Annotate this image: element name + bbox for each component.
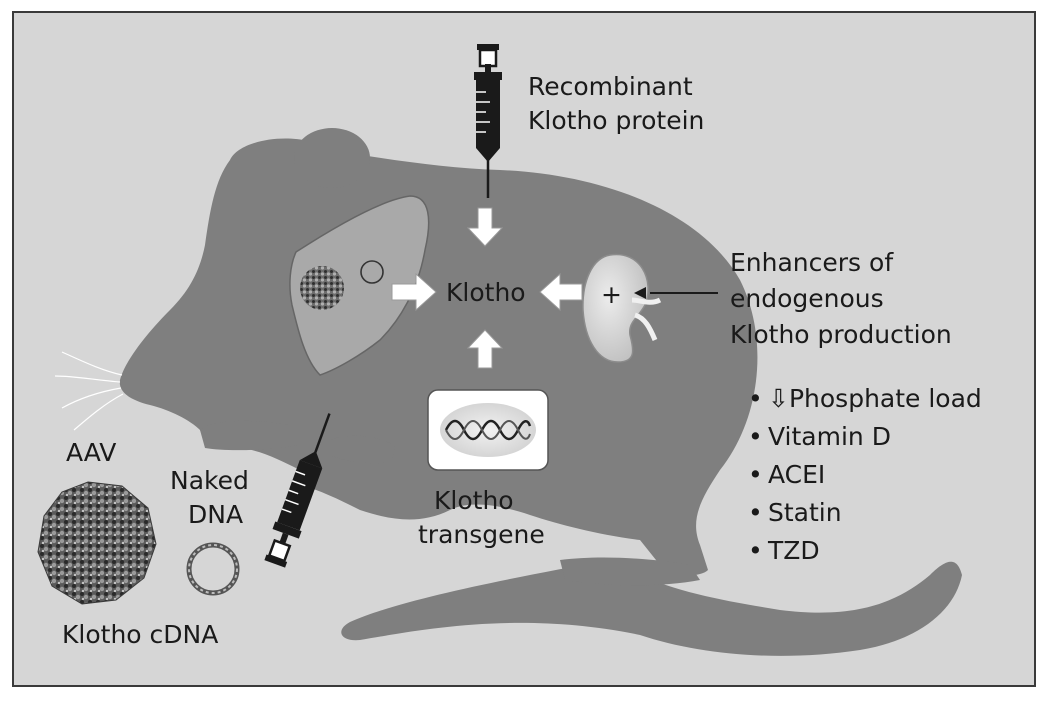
transgene-box xyxy=(427,389,549,471)
down-arrow-icon: ⇩ xyxy=(768,384,789,413)
mouse-body xyxy=(119,138,758,576)
arrow-up-to-klotho xyxy=(466,329,504,369)
liver-cells xyxy=(300,266,344,310)
protein-label-line1: Recombinant xyxy=(528,72,693,101)
aav-particle-icon xyxy=(37,481,157,605)
enhance-plus-sign: + xyxy=(601,280,622,309)
syringe-top-icon xyxy=(474,44,502,198)
plasmid-ring-icon xyxy=(186,542,240,596)
naked-dna-label-line2: DNA xyxy=(188,500,244,529)
enhancers-label-line3: Klotho production xyxy=(730,320,952,349)
arrow-down-to-klotho xyxy=(466,207,504,247)
klotho-cdna-label: Klotho cDNA xyxy=(62,620,219,649)
mouse-hind-paw xyxy=(560,557,700,586)
liver-organ xyxy=(289,195,430,376)
enhancer-pointer-arrowhead xyxy=(634,287,646,299)
mouse-silhouette xyxy=(119,128,962,656)
klotho-center-label: Klotho xyxy=(446,278,526,307)
transgene-label-line2: transgene xyxy=(418,520,545,549)
list-item: •⇩Phosphate load xyxy=(748,384,982,413)
list-item: •ACEI xyxy=(748,460,826,489)
dna-oval xyxy=(440,403,536,457)
mouse-front-paw xyxy=(200,420,300,451)
transgene-label-line1: Klotho xyxy=(434,486,514,515)
list-item: •TZD xyxy=(748,536,820,565)
arrow-left-to-klotho xyxy=(539,272,583,312)
enhancer-list: •⇩Phosphate load •Vitamin D •ACEI •Stati… xyxy=(748,380,982,570)
enhancers-label-line1: Enhancers of xyxy=(730,248,894,277)
whiskers xyxy=(54,351,124,431)
kidney-organ xyxy=(582,253,662,363)
aav-label: AAV xyxy=(66,438,117,467)
syringe-bottom-icon xyxy=(264,413,331,568)
mouse-ear xyxy=(294,128,370,188)
mouse-tail xyxy=(341,560,962,656)
liver-circle xyxy=(360,260,384,284)
dna-helix-icon xyxy=(444,419,532,441)
list-item: •Statin xyxy=(748,498,842,527)
dna-strand xyxy=(445,420,531,440)
mouse-front-paw-2 xyxy=(330,435,395,464)
list-item: •Vitamin D xyxy=(748,422,891,451)
protein-label-line2: Klotho protein xyxy=(528,106,705,135)
enhancers-label-line2: endogenous xyxy=(730,284,884,313)
naked-dna-label-line1: Naked xyxy=(170,466,249,495)
arrow-right-to-klotho xyxy=(391,272,437,312)
